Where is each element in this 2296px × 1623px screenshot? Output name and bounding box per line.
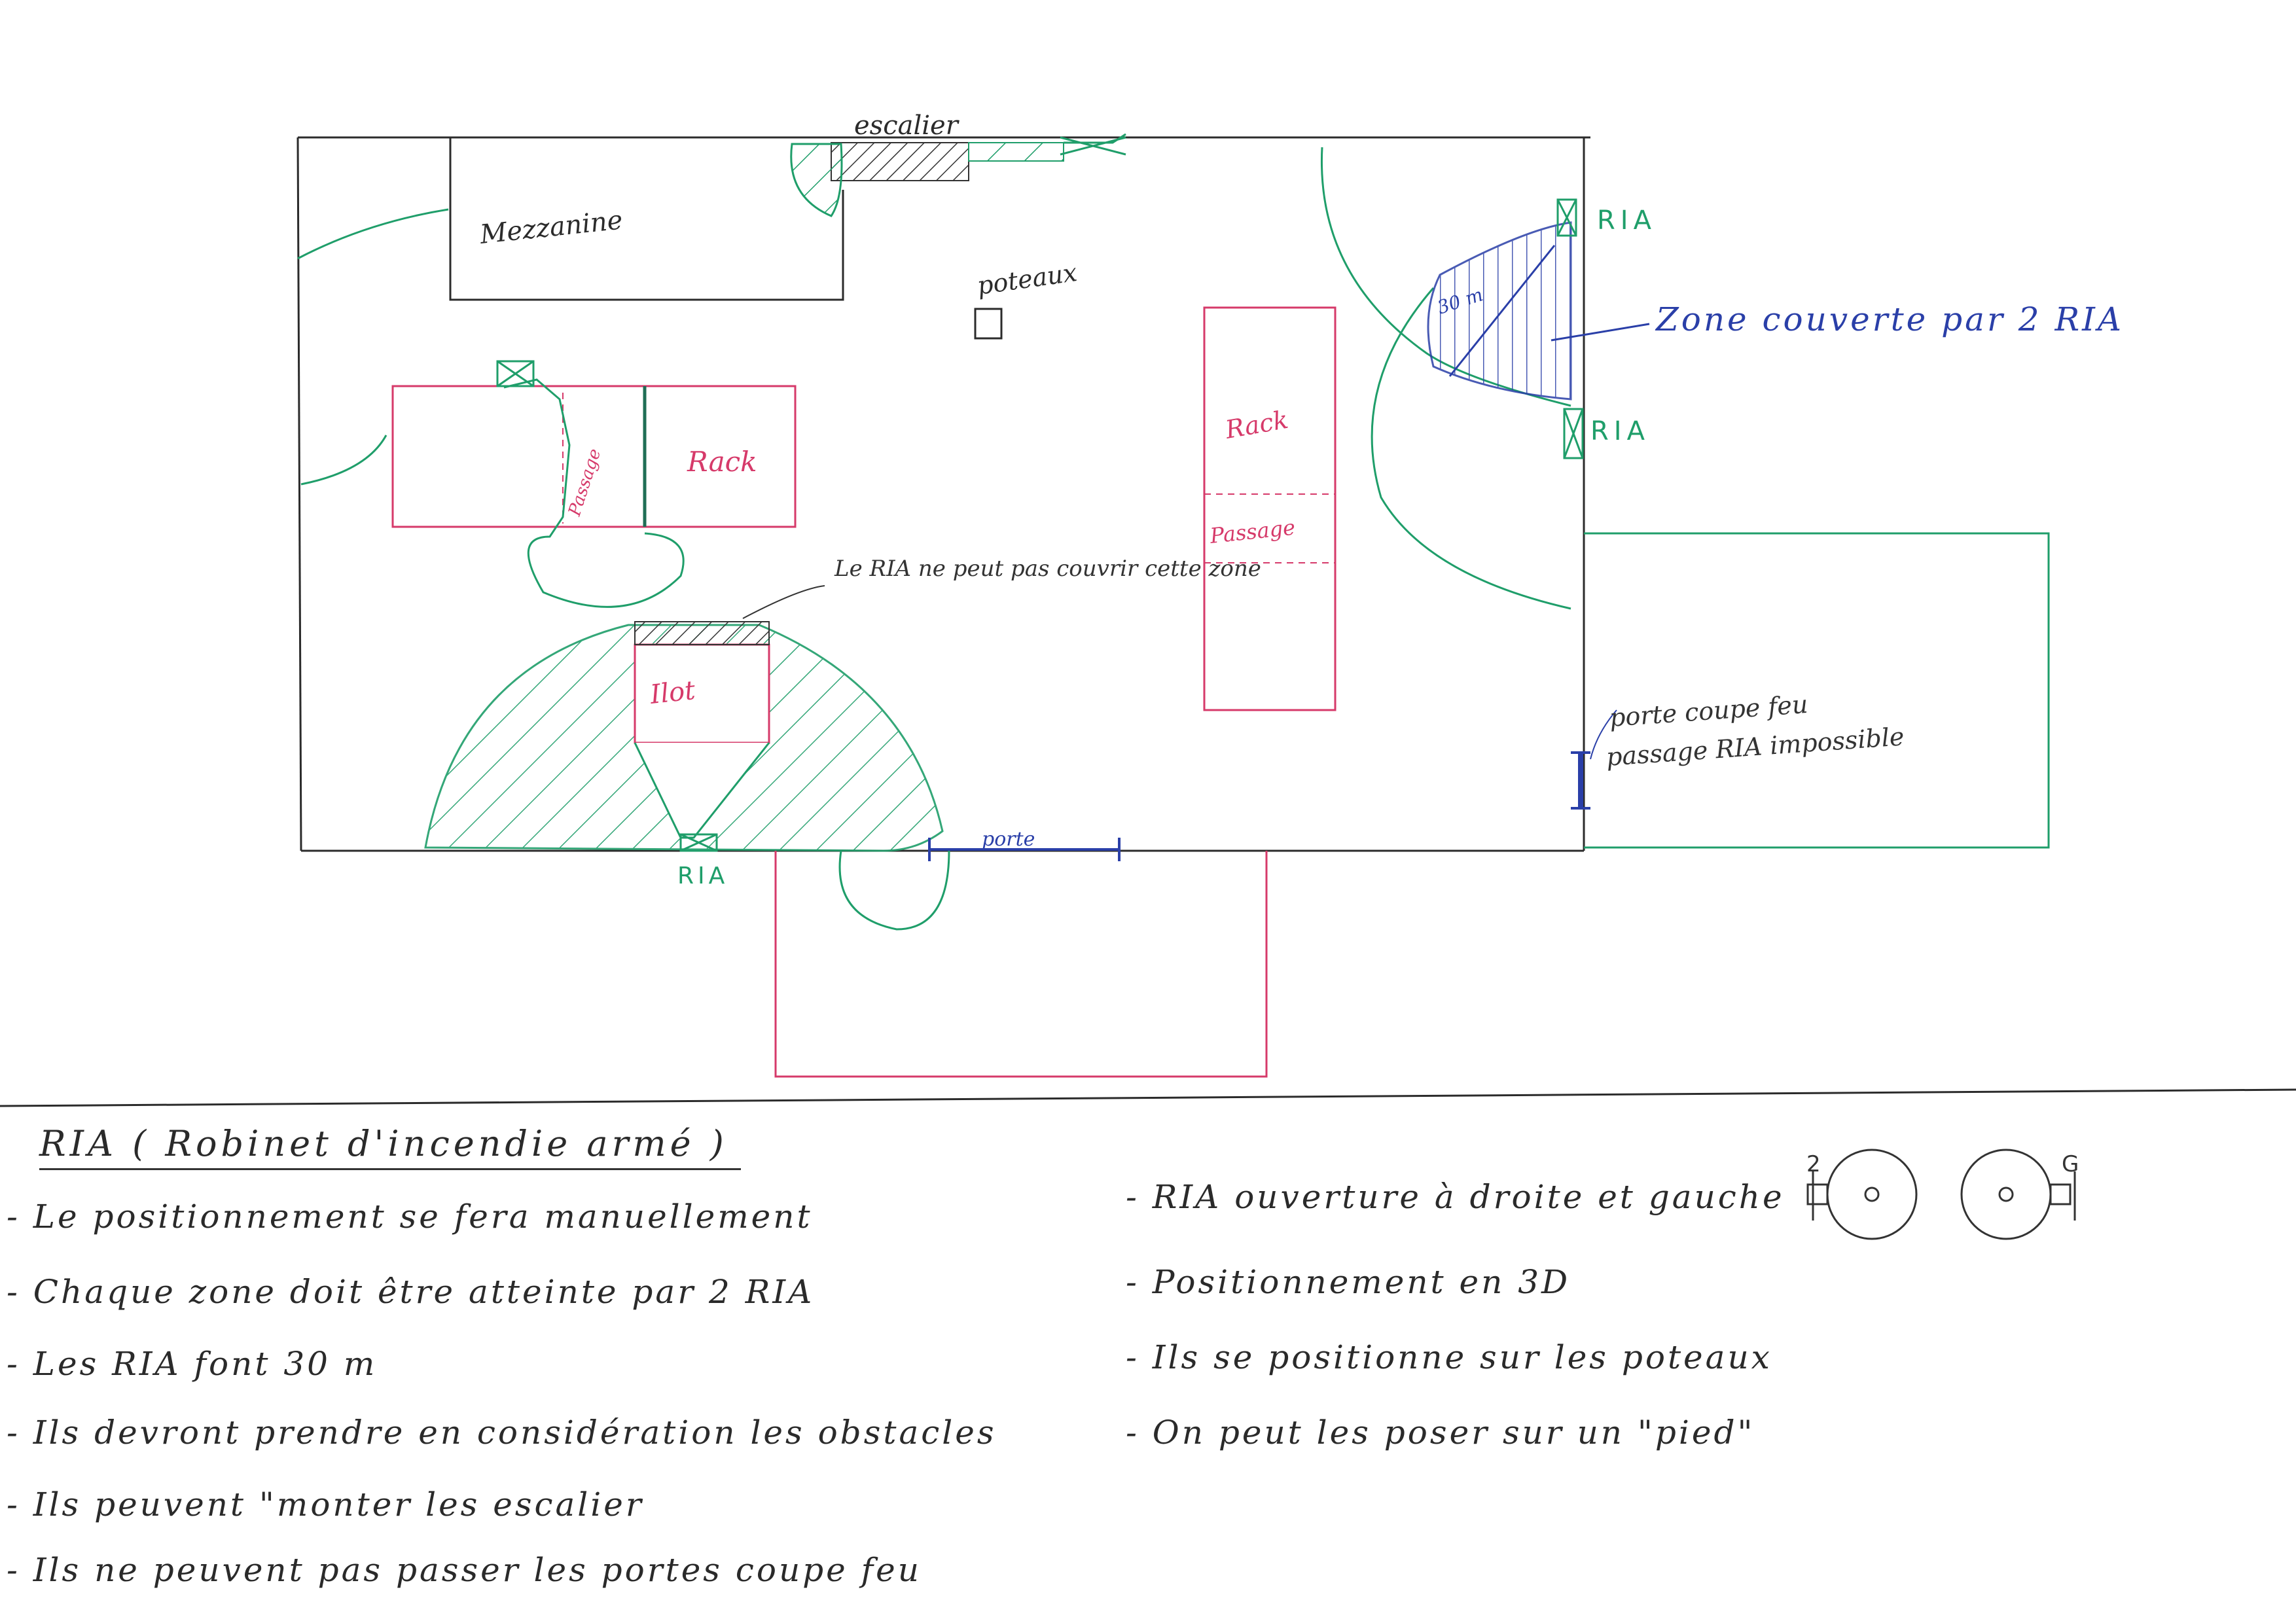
note-right-item: - On peut les poser sur un "pied" — [1126, 1414, 1755, 1452]
zone-note: Zone couverte par 2 RIA — [1655, 300, 2124, 338]
ria-stair-marker — [496, 360, 535, 387]
coverage-arcs — [297, 147, 1571, 931]
bottom-annex — [774, 851, 1268, 1078]
valve-left-label: 2 — [1806, 1151, 1821, 1177]
rack-left-passage-label: Passage — [565, 446, 605, 519]
valve-right-icon: G — [1960, 1149, 2079, 1240]
door: porte — [928, 828, 1121, 861]
mezzanine-label: Mezzanine — [478, 205, 624, 250]
section-divider — [0, 1088, 2296, 1107]
zone-annotation: Zone couverte par 2 RIA — [1551, 300, 2124, 342]
note-left-item: - Ils devront prendre en considération l… — [7, 1414, 997, 1452]
right-annex — [1584, 532, 2050, 849]
pillar-label: poteaux — [975, 258, 1079, 300]
ria-bottom: RIA — [677, 833, 728, 889]
stairs-label: escalier — [854, 111, 960, 141]
note-right-item: - RIA ouverture à droite et gauche — [1126, 1178, 1785, 1216]
ria-top-label: RIA — [1597, 205, 1657, 236]
stairs: escalier — [790, 111, 1126, 217]
note-left-item: - Chaque zone doit être atteinte par 2 R… — [7, 1273, 815, 1311]
note-left-item: - Ils peuvent "monter les escalier — [7, 1486, 644, 1524]
ilot-label: Ilot — [648, 675, 697, 710]
valve-left-icon: 2 — [1806, 1149, 1918, 1240]
rack-right: Rack Passage — [1203, 306, 1336, 711]
mezzanine: Mezzanine — [449, 137, 844, 301]
fire-door-note-1: porte coupe feu — [1609, 690, 1809, 732]
ria-middle: RIA — [1563, 408, 1650, 459]
rack-right-passage-label: Passage — [1208, 515, 1297, 549]
notes-title: RIA ( Robinet d'incendie armé ) — [39, 1123, 741, 1170]
note-left-item: - Le positionnement se fera manuellement — [7, 1198, 813, 1236]
note-right-item: - Ils se positionne sur les poteaux — [1126, 1338, 1772, 1376]
ilot-annotation: Le RIA ne peut pas couvrir cette zone — [742, 556, 1261, 619]
rack-left-label: Rack — [687, 446, 757, 478]
ria-top: RIA — [1556, 198, 1657, 237]
door-label: porte — [982, 828, 1035, 851]
rack-right-label: Rack — [1223, 405, 1291, 444]
fire-door: porte coupe feu passage RIA impossible — [1571, 690, 1905, 810]
ilot: Ilot — [424, 621, 944, 852]
rack-left: Rack Passage — [391, 385, 797, 528]
valve-right-label: G — [2062, 1151, 2079, 1177]
ria-bottom-label: RIA — [677, 863, 728, 889]
note-right-item: - Positionnement en 3D — [1126, 1263, 1571, 1301]
note-left-item: - Les RIA font 30 m — [7, 1345, 378, 1383]
pillar: poteaux — [974, 258, 1079, 340]
ilot-note-1: Le RIA ne peut pas couvrir cette zone — [834, 556, 1261, 582]
ria-middle-label: RIA — [1590, 416, 1650, 446]
double-coverage-zone: 30 m — [1427, 221, 1572, 401]
ilot-note: Le RIA ne peut pas couvrir cette zone — [834, 556, 1261, 582]
note-left-item: - Ils ne peuvent pas passer les portes c… — [7, 1551, 922, 1589]
